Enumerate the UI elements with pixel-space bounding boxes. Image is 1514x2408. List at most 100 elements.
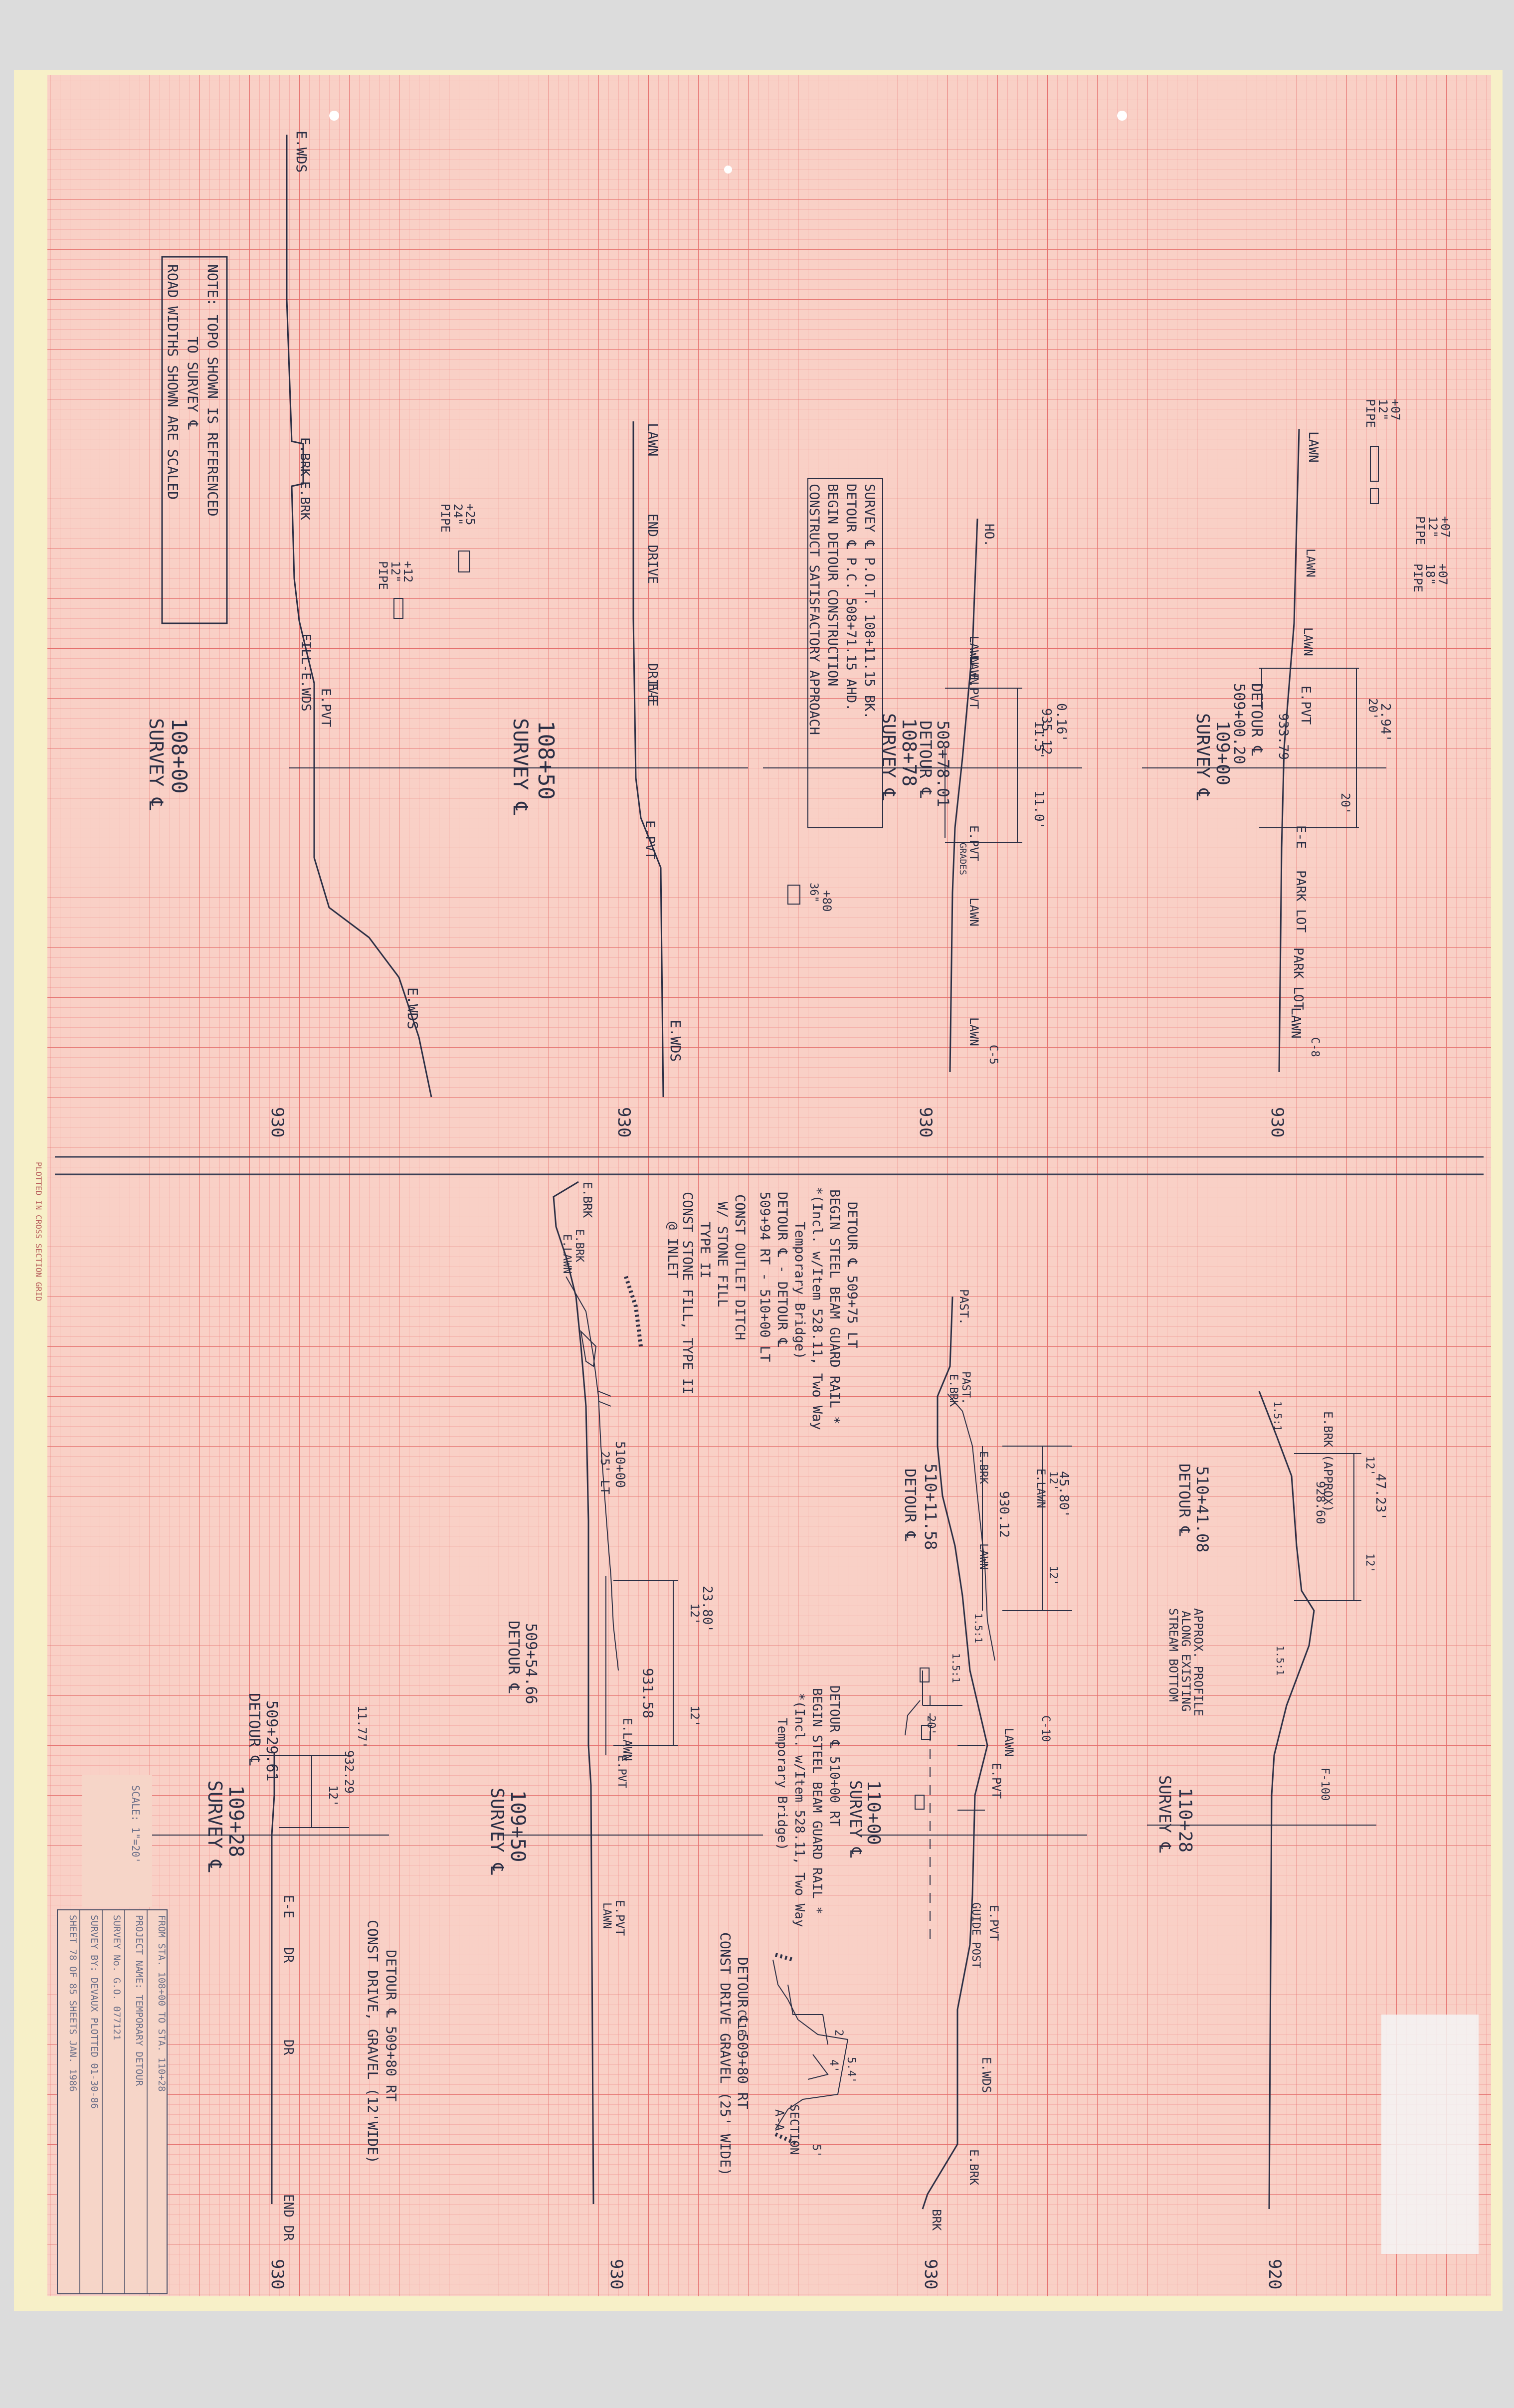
svg-text:+25: +25: [463, 504, 477, 525]
paper-patch: [1381, 2015, 1479, 2254]
station-label: 109+50: [506, 1790, 529, 1862]
svg-text:5.4': 5.4': [845, 2057, 857, 2083]
svg-text:Temporary Bridge): Temporary Bridge): [792, 1222, 807, 1359]
dimension-text: 12': [688, 1603, 702, 1625]
svg-text:+07: +07: [1388, 399, 1402, 420]
label: LAWN: [967, 1017, 981, 1046]
survey-label: SURVEY ℄: [145, 718, 167, 810]
svg-text:509+94 RT - 510+00 LT: 509+94 RT - 510+00 LT: [757, 1192, 772, 1362]
label: LAWN: [1306, 431, 1321, 463]
svg-text:DETOUR ℄ 510+00 RT: DETOUR ℄ 510+00 RT: [827, 1685, 842, 1827]
label: E.BRK (APPROX): [1321, 1411, 1335, 1512]
svg-text:PIPE: PIPE: [376, 561, 390, 590]
station-offset: 25' LT: [598, 1451, 612, 1494]
label: E.PVT: [642, 820, 657, 860]
section-a-a: 5.4' 4' 5' 2 SECTION A-A: [772, 1953, 857, 2158]
punch-hole: [724, 166, 732, 174]
title-line: SHEET 78 OF 85 SHEETS JAN. 1986: [67, 1915, 78, 2092]
label: E.WDS: [667, 1020, 684, 1062]
station-label: 108+50: [533, 721, 559, 800]
station-label: 110+00: [863, 1780, 884, 1845]
label: E.BRK: [947, 1374, 959, 1407]
title-line: SURVEY No. G.O. 077121: [111, 1915, 122, 2040]
pipe-callout: +80 36": [787, 883, 834, 912]
margin-text: PLOTTED IN CROSS SECTION GRID: [34, 1162, 43, 1301]
label: LAWN: [1301, 627, 1315, 656]
station-label: 108+78: [898, 718, 920, 786]
drive-note: DETOUR ℄ 509+80 RT: [735, 1957, 751, 2109]
svg-text:36": 36": [807, 883, 820, 903]
label: E.PVT: [613, 1900, 627, 1936]
label: FILL-E.WDS: [298, 633, 313, 712]
note-line: ROAD WIDTHS SHOWN ARE SCALED: [165, 264, 181, 500]
ground-profile: [949, 518, 978, 1073]
elevation-label: 930: [1267, 1107, 1287, 1137]
detour-profile: [566, 1276, 619, 1671]
pipe-callout: +07 12" PIPE +07 12" PIPE +07 18" PIPE: [1363, 399, 1452, 592]
ditch-symbol: [580, 1330, 597, 1367]
pipe-callout: +25 24" PIPE: [438, 504, 477, 572]
dimension-text: 23.80': [700, 1586, 715, 1633]
svg-text:24": 24": [451, 504, 465, 525]
dimension-text: 11.77': [355, 1705, 369, 1749]
dimension-text: 12': [688, 1705, 702, 1727]
svg-text:CONST OUTLET DITCH: CONST OUTLET DITCH: [732, 1194, 748, 1340]
label: LAWN: [645, 423, 661, 456]
survey-label: SURVEY ℄: [1192, 713, 1213, 800]
dimension-text: 12': [1047, 1471, 1059, 1491]
svg-text:12": 12": [388, 561, 402, 582]
title-line: PROJECT NAME: TEMPORARY DETOUR: [134, 1915, 145, 2086]
graph-grid: [47, 75, 1491, 2296]
label: LAWN: [1288, 1007, 1303, 1039]
svg-text:ALONG EXISTING: ALONG EXISTING: [1179, 1611, 1193, 1711]
survey-label: SURVEY ℄: [509, 718, 532, 815]
note-box: NOTE: TOPO SHOWN IS REFERENCED TO SURVEY…: [161, 256, 228, 624]
label: E.WDS: [293, 131, 310, 173]
title-line: SURVEY BY: DEVAUX PLOTTED 01-30-86: [89, 1915, 100, 2109]
slope-label: 1.5:1: [1272, 1401, 1284, 1431]
detour-label: DETOUR ℄: [1175, 1464, 1193, 1536]
svg-text:5': 5': [810, 2144, 822, 2158]
svg-text:18": 18": [1423, 563, 1437, 585]
dimension-text: 12': [326, 1785, 340, 1807]
label: E.PVT: [989, 1763, 1003, 1799]
dimension-text: 928.60: [1314, 1481, 1327, 1524]
profile-note: APPROX. PROFILE ALONG EXISTING STREAM BO…: [1166, 1608, 1205, 1716]
guardrail-note: DETOUR ℄ 510+00 RT BEGIN STEEL BEAM GUAR…: [774, 1685, 842, 1927]
punch-hole: [1117, 111, 1127, 121]
svg-text:TYPE II: TYPE II: [697, 1222, 713, 1279]
survey-label: SURVEY ℄: [487, 1788, 507, 1875]
detour-label: DETOUR ℄: [916, 721, 935, 798]
title-line: FROM STA. 108+00 TO STA. 110+28: [156, 1915, 167, 2092]
dimension-text: 20': [925, 1715, 937, 1735]
svg-text:PIPE: PIPE: [438, 504, 452, 533]
survey-label: SURVEY ℄: [878, 713, 899, 800]
svg-text:SECTION: SECTION: [787, 2104, 801, 2155]
dimension-text: 930.12: [996, 1491, 1011, 1538]
label: LAWN: [967, 898, 981, 926]
label: E.PVT: [318, 688, 333, 728]
label: E-E: [645, 683, 660, 707]
svg-text:PIPE: PIPE: [1413, 516, 1427, 545]
dimension-text: 45.80': [1056, 1471, 1071, 1518]
drive-note: DETOUR ℄ 509+80 RT: [383, 1950, 399, 2102]
svg-text:SURVEY ℄ P.O.T. 108+11.15 BK.: SURVEY ℄ P.O.T. 108+11.15 BK.: [862, 484, 877, 720]
station-label: 108+00: [167, 718, 191, 794]
elevation-label: 930: [614, 1107, 634, 1137]
dimension-text: 0.16': [1054, 703, 1069, 742]
label: E.LAWN: [1034, 1469, 1047, 1508]
detour-profile: [905, 1700, 921, 1736]
label: E.WDS: [404, 987, 421, 1029]
label: PARK LOT: [1291, 947, 1306, 1010]
svg-text:+80: +80: [820, 890, 834, 912]
svg-text:APPROX. PROFILE: APPROX. PROFILE: [1191, 1608, 1205, 1716]
svg-text:W/ STONE FILL: W/ STONE FILL: [715, 1202, 730, 1307]
label: E-E: [1293, 825, 1308, 849]
dimension-text: 931.58: [640, 1668, 656, 1718]
construction-notes: DETOUR ℄ 509+75 LT BEGIN STEEL BEAM GUAR…: [665, 1187, 860, 1430]
label: PARK LOT: [1293, 870, 1308, 933]
stone-fill-hatch: [624, 1276, 643, 1347]
label: BRK: [930, 2209, 944, 2231]
svg-text:DETOUR ℄ - DETOUR ℄: DETOUR ℄ - DETOUR ℄: [774, 1192, 790, 1347]
station-label: 109+28: [224, 1785, 247, 1857]
